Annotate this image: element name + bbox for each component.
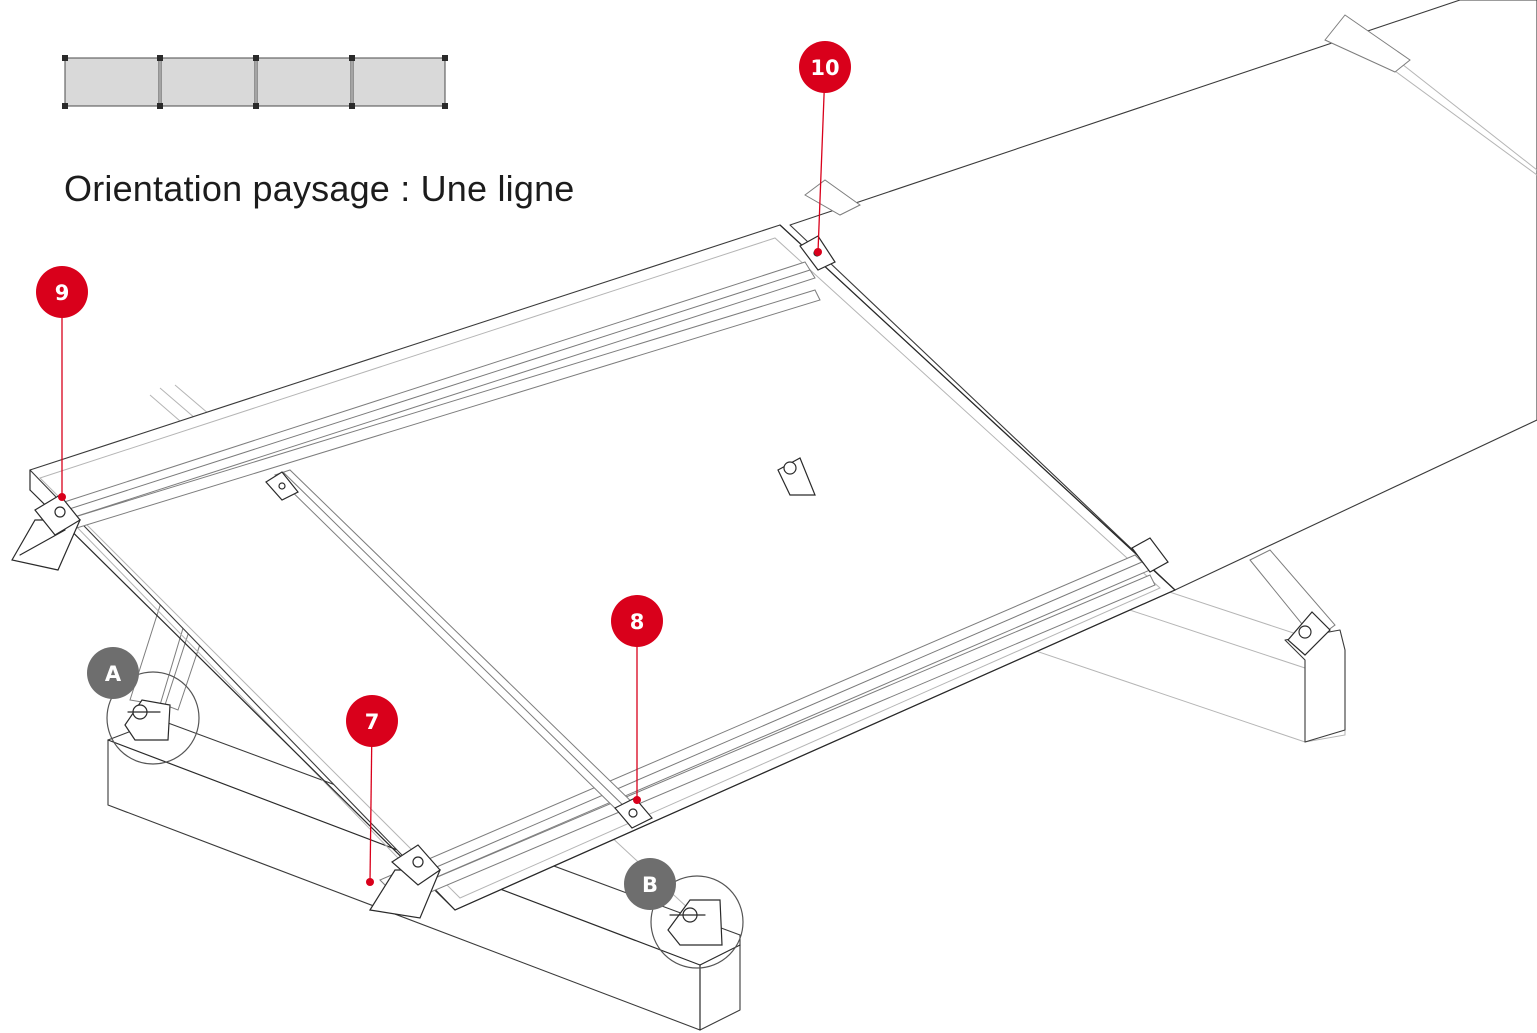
callout-9-label: 9 [55,281,70,305]
detail-circle-a [106,671,200,765]
callout-a: A [87,647,139,699]
module-layout-legend [62,55,448,109]
detail-circle-b [650,875,744,969]
callout-b: B [624,858,676,910]
ballast-block-right [1284,629,1346,743]
callout-10-label: 10 [810,56,839,80]
module-3 [256,57,352,107]
callout-8-label: 8 [630,610,645,634]
clamp-top-cross [265,471,299,501]
callout-a-label: A [105,662,122,686]
base-rail-front-mid [369,844,441,919]
callout-7: 7 [346,695,398,747]
foot-rear-right [1287,611,1331,656]
foot-rear-left [777,457,816,496]
clamp-right-bottom [1131,537,1169,573]
callout-7-label: 7 [365,710,380,734]
callout-10: 10 [799,41,851,93]
clamp-9 [34,494,81,536]
clamp-8 [614,797,653,829]
diagram-title: Orientation paysage : Une ligne [64,168,575,209]
callout-b-label: B [642,873,658,897]
clamp-markers [62,55,448,109]
module-4 [352,57,446,107]
module-1 [64,57,160,107]
callout-8: 8 [611,595,663,647]
module-2 [160,57,256,107]
leader-lines [58,69,826,886]
base-rail-front-left [11,519,81,571]
callout-9: 9 [36,266,88,318]
solar-panel-near [29,224,1176,911]
